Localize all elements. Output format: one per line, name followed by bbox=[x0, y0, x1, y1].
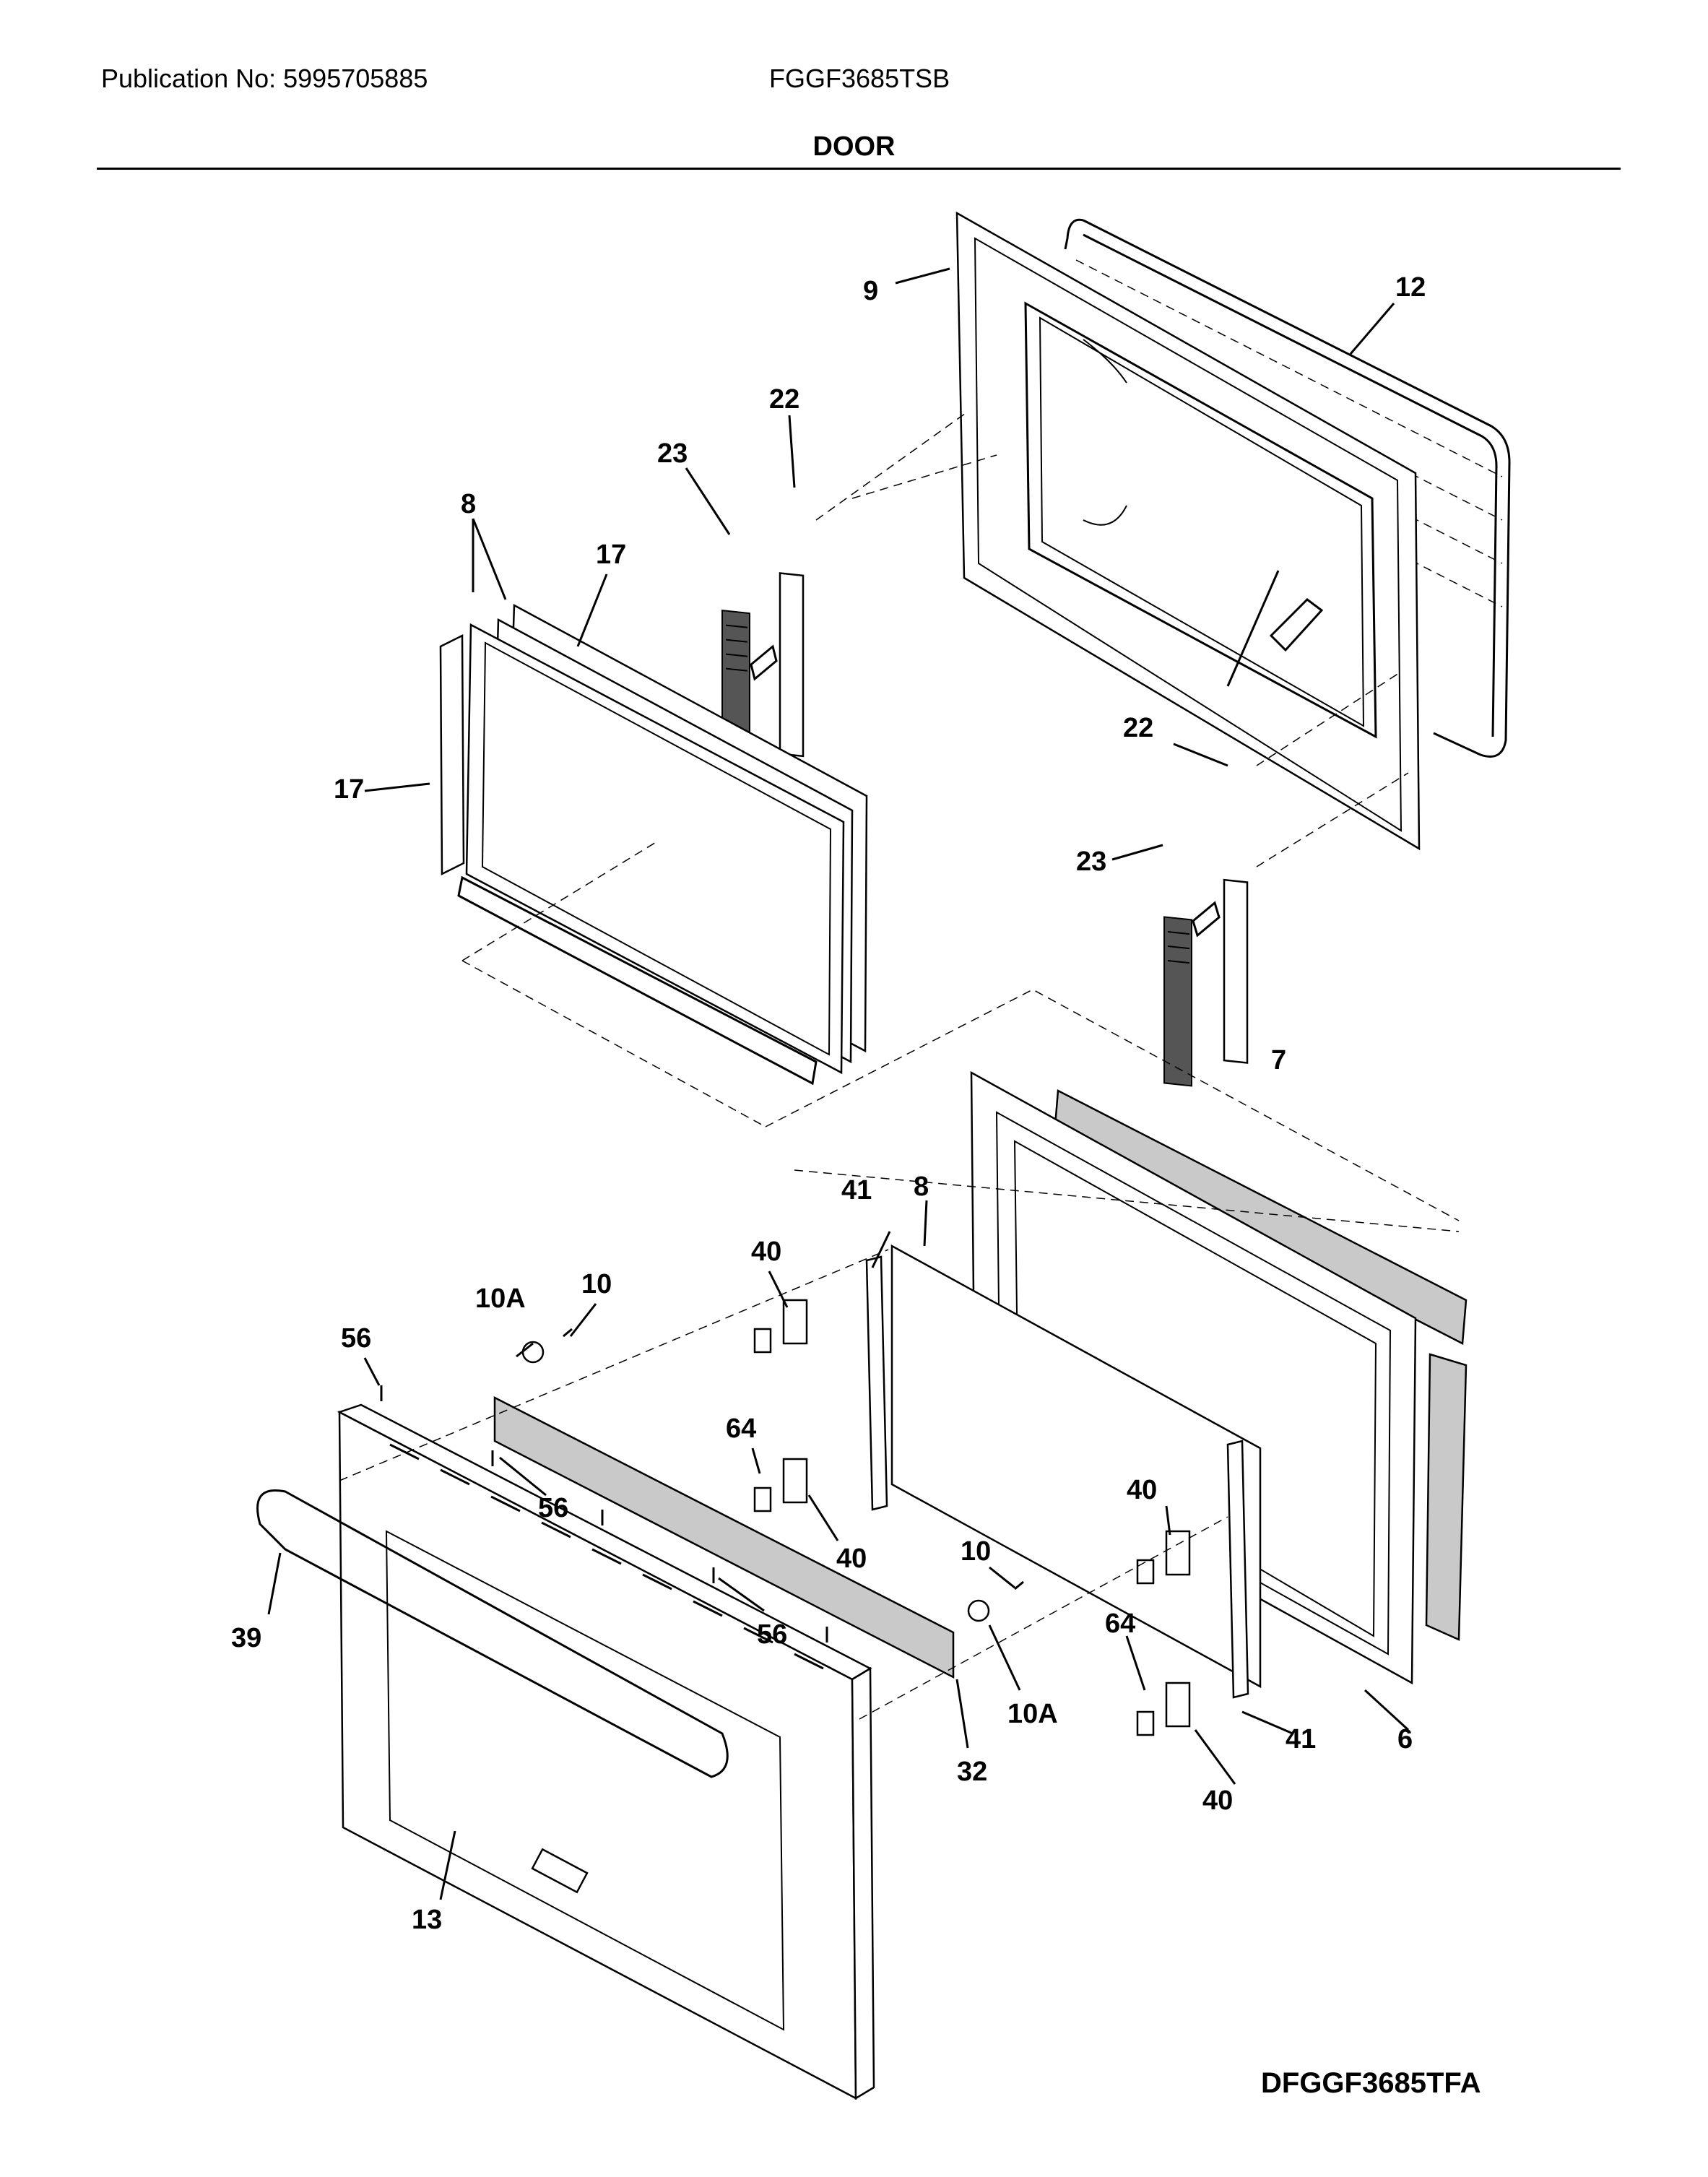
callout-7: 7 bbox=[1271, 1045, 1286, 1075]
model-number: FGGF3685TSB bbox=[769, 64, 950, 93]
upper-glass-pack bbox=[439, 603, 868, 1128]
callout-40-a: 40 bbox=[751, 1237, 781, 1267]
callout-56-c: 56 bbox=[757, 1619, 787, 1650]
lower-hinge-assembly bbox=[1163, 878, 1249, 1087]
callout-10-a: 10 bbox=[581, 1269, 612, 1299]
callout-17-side: 17 bbox=[334, 774, 364, 805]
publication-number: Publication No: 5995705885 bbox=[101, 64, 428, 93]
part-7-insulation bbox=[1053, 1089, 1468, 1641]
part-8-lower-glass bbox=[890, 1244, 1262, 1689]
callout-9: 9 bbox=[863, 276, 878, 306]
part-40-64-clips bbox=[753, 1299, 1191, 1736]
callout-40-b: 40 bbox=[836, 1544, 867, 1574]
callout-17-upper: 17 bbox=[596, 540, 626, 570]
diagram-code: DFGGF3685TFA bbox=[1261, 2067, 1481, 2099]
small-hardware bbox=[380, 1328, 1024, 1643]
callout-41-lower: 41 bbox=[1286, 1724, 1316, 1754]
callout-6: 6 bbox=[1397, 1724, 1413, 1754]
callout-32: 32 bbox=[957, 1757, 987, 1787]
callout-10A-a: 10A bbox=[475, 1284, 526, 1314]
callout-23-lower: 23 bbox=[1076, 847, 1106, 877]
callout-12: 12 bbox=[1395, 272, 1426, 303]
door-top-vents bbox=[389, 1443, 824, 1670]
callout-10-b: 10 bbox=[961, 1536, 991, 1567]
callout-23-upper: 23 bbox=[657, 438, 688, 469]
callout-13: 13 bbox=[412, 1905, 442, 1935]
assembly-lines bbox=[339, 411, 1460, 1720]
callout-41-upper: 41 bbox=[841, 1175, 872, 1206]
callout-40-d: 40 bbox=[1202, 1786, 1233, 1816]
callout-10A-b: 10A bbox=[1007, 1699, 1058, 1729]
callout-64-a: 64 bbox=[726, 1414, 756, 1444]
callout-labels: 9 12 22 23 8 17 17 22 23 7 41 8 40 10 10… bbox=[231, 272, 1426, 1935]
callout-8-lower: 8 bbox=[914, 1172, 929, 1202]
callout-56-b: 56 bbox=[538, 1493, 568, 1523]
part-9-inner-liner bbox=[955, 211, 1421, 851]
header-rule bbox=[97, 168, 1621, 170]
section-title: DOOR bbox=[812, 131, 896, 162]
part-32-vent-trim bbox=[493, 1395, 955, 1679]
callout-64-b: 64 bbox=[1105, 1609, 1135, 1639]
callout-40-c: 40 bbox=[1127, 1475, 1157, 1505]
part-39-handle bbox=[256, 1489, 729, 1778]
callout-39: 39 bbox=[231, 1623, 261, 1653]
callout-56-a: 56 bbox=[341, 1323, 371, 1354]
callout-8-upper: 8 bbox=[461, 489, 476, 519]
leader-lines bbox=[267, 267, 1410, 1900]
part-41-brackets bbox=[865, 1255, 1249, 1699]
callout-22-upper: 22 bbox=[769, 384, 799, 415]
callout-22-lower: 22 bbox=[1123, 713, 1153, 743]
part-13-outer-door bbox=[337, 1403, 875, 2100]
